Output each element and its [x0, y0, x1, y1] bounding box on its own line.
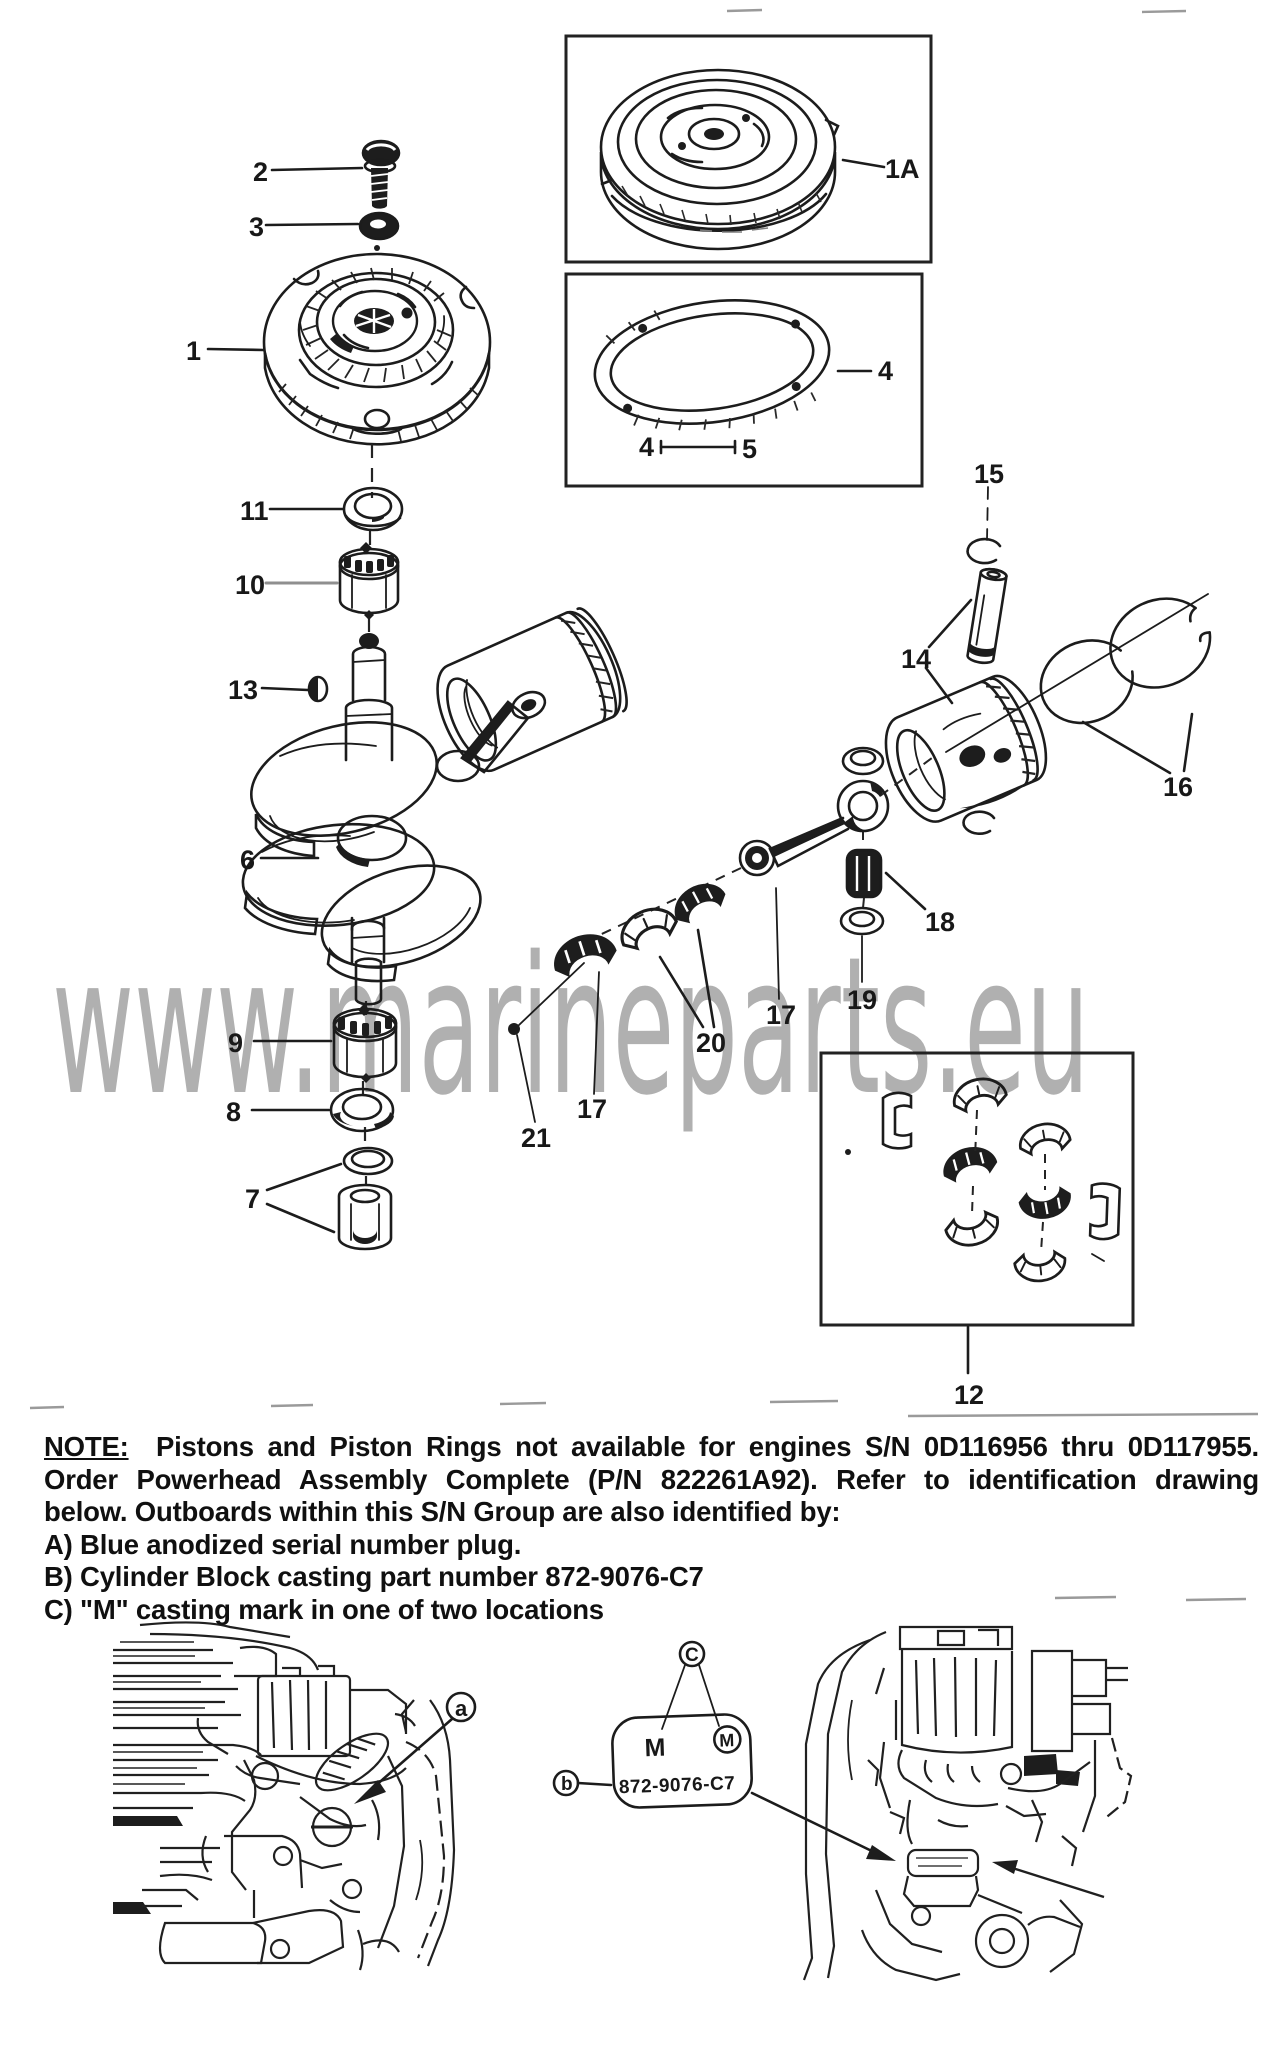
part-label-14: 14 [901, 644, 931, 674]
part-label-6: 6 [240, 845, 255, 875]
callout-b-text: b [561, 1774, 573, 1795]
note-item-a: A) Blue anodized serial number plug. [44, 1528, 522, 1560]
engine-view-left [113, 1621, 456, 1971]
part-label-1a: 1A [885, 154, 920, 184]
part-label-4b: 4 [639, 432, 654, 462]
note-block: NOTE: Pistons and Piston Rings not avail… [44, 1431, 1259, 1627]
crankshaft [241, 607, 628, 1006]
wrist-pin [966, 567, 1008, 665]
part-label-17a: 17 [766, 1000, 796, 1030]
casting-mark-m: M [644, 1734, 666, 1763]
part-label-13: 13 [228, 675, 258, 705]
part-label-11: 11 [240, 496, 269, 526]
leader-line-2 [270, 166, 364, 172]
rod-bearing-straps: 20 17 21 [508, 873, 731, 1153]
alignment-dot [374, 245, 380, 251]
casting-part-number: 872-9076-C7 [619, 1773, 736, 1798]
inset-box-flywheel: 1A [564, 34, 933, 264]
scan-noise [29, 8, 1259, 1602]
part-label-8: 8 [226, 1097, 241, 1127]
casting-plate: M M 872-9076-C7 C b [552, 1640, 896, 1861]
part-label-20: 20 [696, 1028, 726, 1058]
flywheel-top-view [599, 68, 840, 251]
note-heading: NOTE: [44, 1431, 129, 1462]
leader-line-13 [260, 686, 310, 692]
part-label-4: 4 [878, 356, 893, 386]
note-line-2: Order Powerhead Assembly Complete (P/N 8… [44, 1463, 1259, 1495]
note-line-1: NOTE: Pistons and Piston Rings not avail… [44, 1431, 1259, 1462]
part-label-15: 15 [974, 459, 1004, 489]
leader-line-7b [265, 1202, 336, 1234]
crank-rod [460, 700, 530, 774]
flywheel [262, 252, 492, 446]
thrust-washer [329, 1087, 395, 1133]
upper-main-bearing [338, 542, 400, 620]
leader-line-7a [265, 1162, 343, 1192]
part-label-7: 7 [245, 1184, 260, 1214]
callout-a-left: a [354, 1691, 477, 1804]
casting-mark-m-circled: M [719, 1730, 735, 1751]
engine-view-right [802, 1625, 1133, 1982]
leader-line-1 [206, 347, 266, 352]
callout-a-text: a [455, 1696, 468, 1721]
part-label-18: 18 [925, 907, 955, 937]
part-label-17b: 17 [577, 1094, 607, 1124]
flywheel-bolt [361, 139, 401, 209]
part-label-10: 10 [235, 570, 265, 600]
part-label-3: 3 [249, 212, 264, 242]
piston-rings: 16 [945, 593, 1212, 802]
inset-box-gasket: 4 4 5 [564, 272, 924, 488]
crank-piston [436, 607, 628, 773]
bearing-kit-box: 12 [819, 1051, 1135, 1410]
gasket [593, 299, 831, 431]
part-label-5: 5 [742, 434, 757, 464]
lock-washer [358, 211, 400, 241]
leader-line-1a [841, 158, 886, 169]
part-label-2: 2 [253, 157, 268, 187]
part-label-1: 1 [186, 336, 201, 366]
note-item-c: C) "M" casting mark in one of two locati… [44, 1593, 604, 1625]
note-line-3: below. Outboards within this S/N Group a… [44, 1496, 841, 1528]
seal-and-bushing [337, 1146, 394, 1251]
part-label-21: 21 [521, 1123, 551, 1153]
leader-line-3 [264, 222, 360, 227]
connecting-rod-group: 18 19 17 [567, 746, 955, 1030]
part-label-16: 16 [1163, 772, 1193, 802]
gasket-span-dimension: 4 5 [639, 432, 757, 464]
needle-bearing [845, 848, 883, 899]
part-label-19: 19 [847, 985, 877, 1015]
lower-main-bearing [332, 1004, 398, 1083]
part-label-12: 12 [954, 1380, 984, 1410]
piston [884, 674, 1048, 835]
part-label-9: 9 [228, 1028, 243, 1058]
note-item-b: B) Cylinder Block casting part number 87… [44, 1561, 704, 1593]
callout-c-text: C [685, 1645, 699, 1666]
piston-pin-group: 14 15 [901, 459, 1008, 705]
upper-bearing-ring [342, 486, 404, 532]
